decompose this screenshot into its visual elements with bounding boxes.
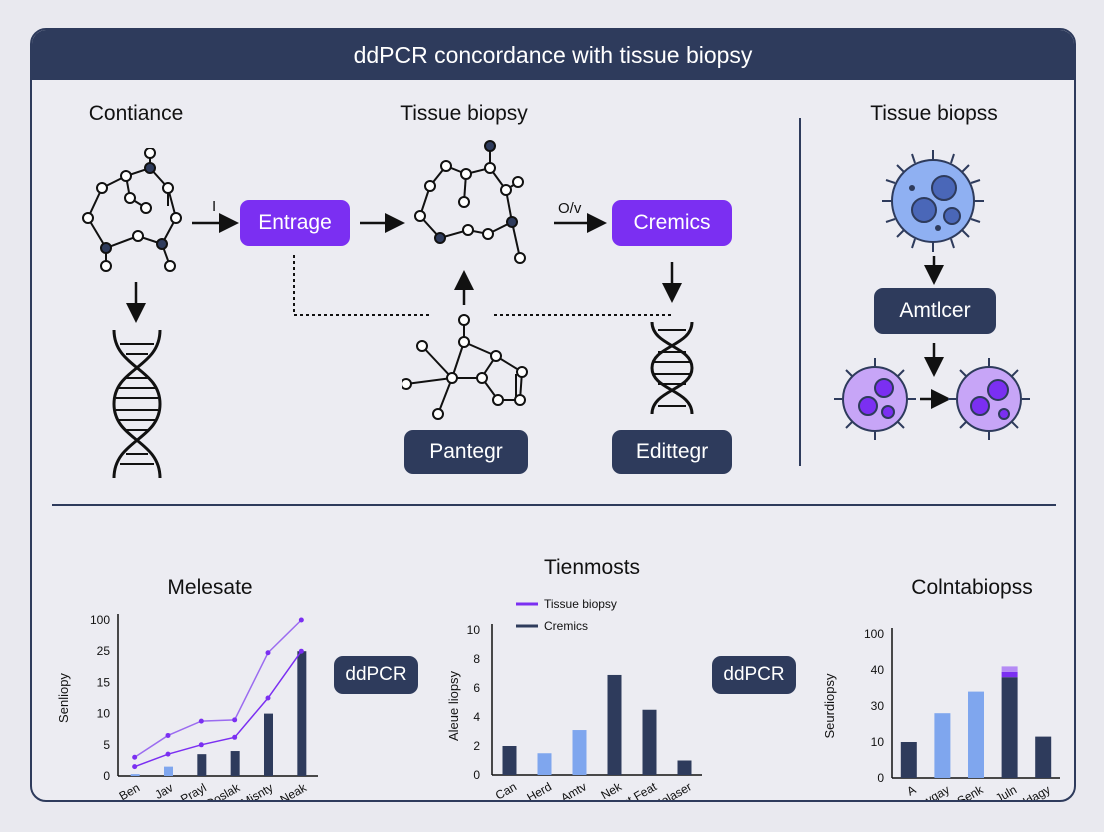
bar xyxy=(1001,677,1018,778)
y-tick-label: 2 xyxy=(473,739,480,753)
bar xyxy=(1035,736,1052,778)
series-point xyxy=(132,754,138,760)
amtlcer-node: Amtlcer xyxy=(874,288,996,334)
y-tick-label: 40 xyxy=(871,663,885,677)
chart-title: Tienmosts xyxy=(544,556,640,579)
bar xyxy=(197,754,207,776)
y-tick-label: 8 xyxy=(473,652,480,666)
y-tick-label: 0 xyxy=(877,771,884,785)
bar xyxy=(297,651,307,776)
heading-right: Tissue biopss xyxy=(870,102,998,125)
x-tick-label: Can xyxy=(493,779,519,802)
bar xyxy=(572,730,587,775)
y-tick-label: 4 xyxy=(473,710,480,724)
bar xyxy=(130,774,140,776)
x-tick-label: Misnty xyxy=(238,780,275,802)
y-tick-label: 100 xyxy=(90,613,110,627)
bar xyxy=(230,751,240,776)
diagram-connectors xyxy=(52,118,1056,506)
cell-icon xyxy=(948,358,1030,440)
edittegr-node: Edittegr xyxy=(612,430,732,474)
bar xyxy=(537,753,552,775)
cell-icon xyxy=(882,150,984,252)
bar xyxy=(642,709,657,775)
y-tick-label: 0 xyxy=(103,769,110,783)
entrage-node: Entrage xyxy=(240,200,350,246)
molecule-icon xyxy=(402,314,528,420)
series-point xyxy=(298,617,304,623)
y-axis-label: Aleue liopsy xyxy=(446,670,461,741)
y-tick-label: 15 xyxy=(97,675,111,689)
y-tick-label: 25 xyxy=(97,644,111,658)
y-tick-label: 10 xyxy=(871,735,885,749)
chart-title: Colntabiopss xyxy=(911,576,1032,599)
y-tick-label: 100 xyxy=(864,627,884,641)
arrow-label-second: O/v xyxy=(558,200,582,217)
series-point xyxy=(298,648,304,654)
cell-icon xyxy=(834,358,916,440)
cremics-node: Cremics xyxy=(612,200,732,246)
x-tick-label: Amtv xyxy=(558,779,589,802)
x-tick-label: Herd xyxy=(524,779,554,802)
series-point xyxy=(198,742,204,748)
bar xyxy=(607,674,622,775)
y-tick-label: 6 xyxy=(473,681,480,695)
series-point xyxy=(165,732,171,738)
y-tick-label: 10 xyxy=(467,623,481,637)
legend-label: Tissue biopsy xyxy=(544,597,617,611)
series-point xyxy=(265,650,271,656)
heading-middle: Tissue biopsy xyxy=(400,102,528,125)
bar xyxy=(264,713,273,776)
chart-title: Melesate xyxy=(167,576,252,599)
x-tick-label: Jav xyxy=(152,780,175,801)
bar-stack-segment xyxy=(1001,666,1018,672)
x-tick-label: Doslak xyxy=(203,780,243,802)
ddpcr-connector-left: ddPCR xyxy=(334,656,418,694)
dna-helix-icon xyxy=(650,321,694,415)
ddpcr-connector-right: ddPCR xyxy=(712,656,796,694)
bar xyxy=(164,766,173,776)
diagram-frame: ddPCR concordance with tissue biopsy Con… xyxy=(30,28,1076,802)
pantegr-node: Pantegr xyxy=(404,430,528,474)
series-point xyxy=(232,717,238,723)
series-line xyxy=(134,619,302,758)
bar xyxy=(677,760,692,775)
x-tick-label: A xyxy=(904,782,918,798)
bar xyxy=(900,742,917,778)
bar xyxy=(968,691,984,778)
x-tick-label: Neak xyxy=(278,780,310,802)
y-tick-label: 30 xyxy=(871,699,885,713)
x-tick-label: Aldagy xyxy=(1014,782,1053,802)
dotted-connector-left xyxy=(293,255,432,316)
y-tick-label: 5 xyxy=(103,738,110,752)
arrow-label-first: I xyxy=(212,198,217,215)
series-point xyxy=(132,764,138,770)
bar xyxy=(934,713,951,778)
page-title: ddPCR concordance with tissue biopsy xyxy=(32,30,1074,80)
series-point xyxy=(198,718,204,724)
molecule-icon xyxy=(414,140,526,264)
x-tick-label: Ben xyxy=(117,780,142,802)
y-axis-label: Seurdiopsy xyxy=(822,673,837,739)
y-axis-label: Senliopy xyxy=(56,673,71,723)
heading-left: Contiance xyxy=(88,102,184,125)
dna-helix-icon xyxy=(112,329,162,479)
molecule-icon xyxy=(82,148,182,272)
x-tick-label: Senk xyxy=(955,782,987,802)
series-point xyxy=(265,695,271,701)
chart-colntabiopss: ColntabiopssSeurdiopsy0103040100ACosygay… xyxy=(822,576,1060,802)
series-point xyxy=(165,751,171,757)
series-line xyxy=(134,650,302,768)
bar xyxy=(502,746,517,775)
series-point xyxy=(232,734,238,740)
y-tick-label: 10 xyxy=(97,707,111,721)
bar-stack-segment xyxy=(1001,671,1018,678)
y-tick-label: 0 xyxy=(473,768,480,782)
legend-label: Cremics xyxy=(544,619,588,633)
